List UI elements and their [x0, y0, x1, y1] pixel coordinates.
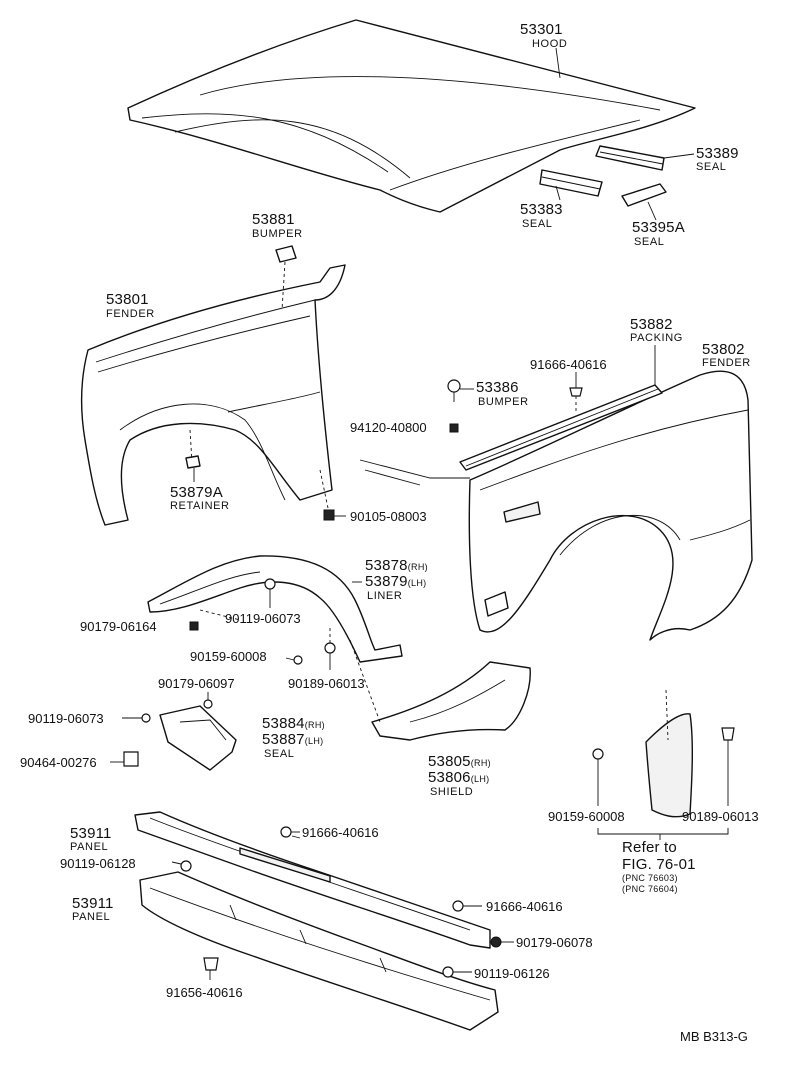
packing-name: PACKING — [630, 332, 683, 344]
seal-rh-side: (RH) — [304, 720, 325, 730]
liner-name: LINER — [367, 590, 403, 602]
panel-1-number: 53911 — [70, 825, 112, 842]
seal-lh-no: 53887 — [262, 731, 305, 748]
hood-drawing — [127, 19, 696, 213]
shield-rh-no: 53805 — [428, 753, 471, 770]
apron-lines — [359, 459, 470, 486]
panel-1-name: PANEL — [70, 841, 109, 853]
pnc-76604: (PNC 76604) — [622, 884, 678, 894]
seal-lh-side: (LH) — [304, 736, 324, 746]
seal-53395a-name: SEAL — [634, 236, 665, 248]
liner-lh-side: (LH) — [407, 578, 427, 588]
seal-53389-name: SEAL — [696, 161, 727, 173]
fender-right-number: 53802 — [702, 341, 745, 358]
clip-91666-top-drawing — [569, 372, 583, 412]
hood-part-number: 53301 — [520, 21, 563, 38]
hood-seal-53395a-drawing — [621, 183, 667, 207]
liner-rh-no: 53878 — [365, 557, 408, 574]
page-code: MB B313-G — [680, 1029, 748, 1044]
screw-90119-a-drawing — [264, 578, 276, 608]
bumper-53881-name: BUMPER — [252, 228, 303, 240]
refer-to-text: Refer to — [622, 839, 677, 856]
clip-91666-top-number: 91666-40616 — [530, 357, 607, 372]
clip-panel-2-number: 91666-40616 — [486, 899, 563, 914]
clip-90189-a-number: 90189-06013 — [288, 676, 365, 691]
nut-90179-b-number: 90179-06097 — [158, 676, 235, 691]
shield-53805-drawing — [349, 639, 531, 741]
fig-reference: FIG. 76-01 — [622, 856, 696, 873]
fender-left-name: FENDER — [106, 308, 155, 320]
fender-left-number: 53801 — [106, 291, 149, 308]
seal-53383-name: SEAL — [522, 218, 553, 230]
bumper-53881-number: 53881 — [252, 211, 295, 228]
bumper-53881-drawing — [275, 245, 297, 311]
hood-seal-53389-drawing — [595, 145, 665, 171]
panel-hardware — [171, 826, 514, 980]
screw-90119-b-number: 90119-06073 — [28, 711, 104, 726]
seal-rh-number: 53884(RH) — [262, 716, 325, 731]
screw-90119-c-number: 90119-06128 — [60, 856, 136, 871]
fender-left-drawing — [80, 264, 346, 526]
shield-lh-number: 53806(LH) — [428, 770, 489, 785]
liner-rh-side: (RH) — [407, 562, 428, 572]
seal-rh-no: 53884 — [262, 715, 305, 732]
hood-seal-53383-drawing — [539, 169, 603, 197]
clip-91656-number: 91656-40616 — [166, 985, 243, 1000]
panel-2-number: 53911 — [72, 895, 114, 912]
nut-90179-a-number: 90179-06164 — [80, 619, 157, 634]
screw-90119-d-number: 90119-06126 — [474, 966, 550, 981]
shield-lh-no: 53806 — [428, 769, 471, 786]
clip-90464-number: 90464-00276 — [20, 755, 97, 770]
screw-90119-a-number: 90119-06073 — [225, 611, 301, 626]
retainer-53879a-drawing — [185, 455, 201, 482]
screw-90159-a-drawing — [285, 655, 303, 665]
seal-53884-drawing — [110, 692, 237, 771]
seal-53389-number: 53389 — [696, 145, 739, 162]
panel-2-name: PANEL — [72, 911, 111, 923]
mudflap-drawing — [592, 689, 735, 840]
seal-53395a-number: 53395A — [632, 219, 685, 236]
packing-number: 53882 — [630, 316, 673, 333]
shield-lh-side: (LH) — [470, 774, 490, 784]
clip-90189-b-number: 90189-06013 — [682, 809, 759, 824]
seal-53383-number: 53383 — [520, 201, 563, 218]
clip-panel-1-number: 91666-40616 — [302, 825, 379, 840]
bolt-94120-drawing — [449, 423, 459, 433]
pnc-76603: (PNC 76603) — [622, 873, 678, 883]
nut-90179-a-drawing — [189, 621, 199, 631]
shield-rh-side: (RH) — [470, 758, 491, 768]
bumper-53386-name: BUMPER — [478, 396, 529, 408]
bolt-90105-drawing — [319, 469, 346, 521]
bumper-53386-number: 53386 — [476, 379, 519, 396]
liner-lh-number: 53879(LH) — [365, 574, 426, 589]
panel-2-drawing — [139, 871, 499, 1031]
liner-lh-no: 53879 — [365, 573, 408, 590]
liner-drawing — [147, 555, 403, 663]
shield-rh-number: 53805(RH) — [428, 754, 491, 769]
nut-90179-c-number: 90179-06078 — [516, 935, 593, 950]
panel-1-drawing — [134, 811, 491, 949]
seal-name: SEAL — [264, 748, 295, 760]
liner-rh-number: 53878(RH) — [365, 558, 428, 573]
bumper-53386-drawing — [447, 379, 474, 402]
fender-right-drawing — [468, 370, 753, 641]
fender-right-name: FENDER — [702, 357, 751, 369]
bolt-90105-number: 90105-08003 — [350, 509, 427, 524]
seal-lh-number: 53887(LH) — [262, 732, 323, 747]
retainer-number: 53879A — [170, 484, 223, 501]
screw-90159-b-number: 90159-60008 — [548, 809, 625, 824]
screw-90159-a-number: 90159-60008 — [190, 649, 267, 664]
hood-part-name: HOOD — [532, 38, 568, 50]
retainer-name: RETAINER — [170, 500, 230, 512]
bolt-94120-number: 94120-40800 — [350, 420, 427, 435]
clip-90189-a-drawing — [324, 628, 336, 670]
leaders-top — [555, 47, 695, 221]
shield-name: SHIELD — [430, 786, 474, 798]
packing-53882-drawing — [459, 345, 663, 471]
